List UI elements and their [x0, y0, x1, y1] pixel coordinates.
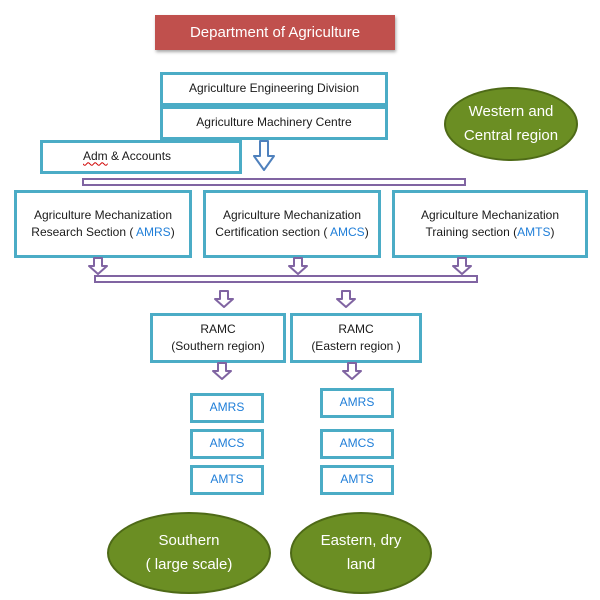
section-box-amrs: Agriculture Mechanization Research Secti…	[14, 190, 192, 258]
adm-label: Adm	[83, 149, 108, 164]
eastern-line2: land	[346, 556, 376, 573]
section-amcs-abbr: AMCS	[330, 225, 365, 239]
machinery-centre-label: Agriculture Machinery Centre	[196, 115, 352, 130]
arrow-section-amts-down	[452, 257, 472, 275]
adm-accounts-label: Adm & Accounts	[83, 148, 171, 165]
southern-unit-amts: AMTS	[190, 465, 264, 495]
arrow-section-amrs-down	[88, 257, 108, 275]
section-amts-line2: Training section (AMTS)	[425, 225, 555, 239]
engineering-division-box: Agriculture Engineering Division	[160, 72, 388, 106]
connector-bar-top	[82, 178, 466, 186]
adm-accounts-box: Adm & Accounts	[40, 140, 242, 174]
southern-unit-amcs: AMCS	[190, 429, 264, 459]
eastern-unit-amts: AMTS	[320, 465, 394, 495]
arrow-southern-units	[212, 362, 232, 380]
southern-unit-amrs: AMRS	[190, 393, 264, 423]
section-amcs-line2: Certification section ( AMCS)	[215, 225, 369, 239]
southern-line2: ( large scale)	[145, 556, 233, 573]
southern-unit-amcs-label: AMCS	[209, 436, 245, 451]
section-amrs-abbr: AMRS	[136, 225, 171, 239]
machinery-centre-box: Agriculture Machinery Centre	[160, 106, 388, 140]
southern-unit-amts-label: AMTS	[210, 472, 244, 487]
arrow-to-ramc-eastern	[336, 290, 356, 308]
southern-region-ellipse: Southern ( large scale)	[107, 512, 271, 594]
connector-bar-middle	[94, 275, 478, 283]
eastern-unit-amrs: AMRS	[320, 388, 394, 418]
section-amcs-line1: Agriculture Mechanization	[222, 207, 362, 222]
western-line2: Central region	[463, 127, 559, 144]
ramc-eastern-line2: (Eastern region )	[311, 339, 401, 353]
section-amts-abbr: AMTS	[517, 225, 551, 239]
ramc-eastern-line1: RAMC	[338, 321, 374, 336]
eastern-unit-amcs: AMCS	[320, 429, 394, 459]
section-box-amcs: Agriculture Mechanization Certification …	[203, 190, 381, 258]
page-title: Department of Agriculture	[155, 15, 395, 50]
eastern-unit-amcs-label: AMCS	[339, 436, 375, 451]
western-central-region-ellipse: Western and Central region	[444, 87, 578, 161]
eastern-region-ellipse: Eastern, dry land	[290, 512, 432, 594]
ramc-eastern-box: RAMC (Eastern region )	[290, 313, 422, 363]
section-amrs-line2: Research Section ( AMRS)	[31, 225, 175, 239]
arrow-to-ramc-southern	[214, 290, 234, 308]
southern-unit-amrs-label: AMRS	[209, 400, 245, 415]
arrow-machinery-down	[253, 140, 275, 171]
ramc-southern-line2: (Southern region)	[171, 339, 265, 353]
eastern-line1: Eastern, dry	[320, 532, 402, 549]
section-box-amts: Agriculture Mechanization Training secti…	[392, 190, 588, 258]
southern-line1: Southern	[158, 532, 220, 549]
arrow-section-amcs-down	[288, 257, 308, 275]
accounts-label: & Accounts	[107, 149, 172, 164]
ramc-southern-line1: RAMC	[200, 321, 236, 336]
ramc-southern-box: RAMC (Southern region)	[150, 313, 286, 363]
engineering-division-label: Agriculture Engineering Division	[188, 81, 360, 96]
western-line1: Western and	[468, 103, 554, 120]
arrow-eastern-units	[342, 362, 362, 380]
eastern-unit-amts-label: AMTS	[340, 472, 374, 487]
section-amrs-line1: Agriculture Mechanization	[33, 207, 173, 222]
eastern-unit-amrs-label: AMRS	[339, 395, 375, 410]
section-amts-line1: Agriculture Mechanization	[420, 207, 560, 222]
